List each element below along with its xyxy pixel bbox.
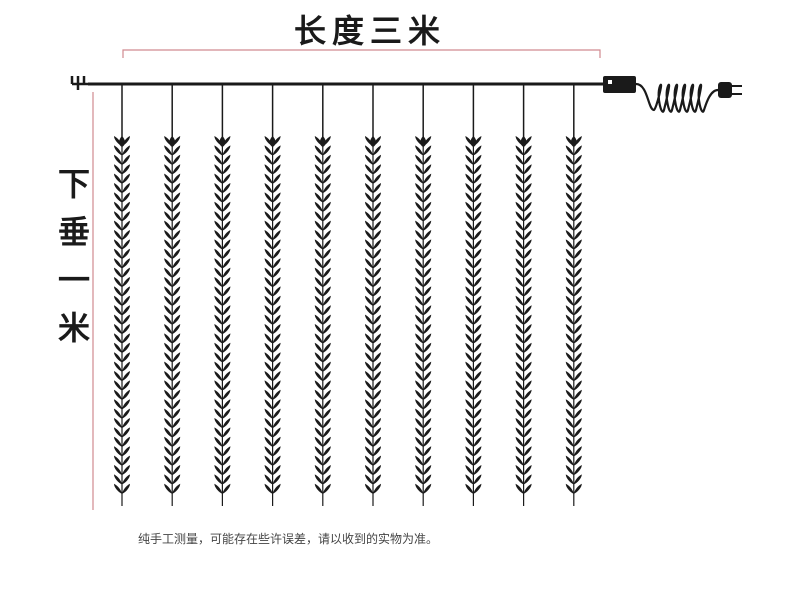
leaf-strand-icon bbox=[465, 84, 482, 506]
leaf-strand-icon bbox=[565, 84, 582, 506]
leaf-strand-icon bbox=[264, 84, 281, 506]
width-label: 长度三米 bbox=[293, 12, 446, 50]
drop-label: 下 垂 一 米 bbox=[52, 160, 96, 352]
drop-label-char: 米 bbox=[57, 309, 90, 347]
controller-box-icon bbox=[603, 76, 636, 93]
measurement-note: 纯手工测量，可能存在些许误差，请以收到的实物为准。 bbox=[138, 532, 439, 546]
leaf-strand-icon bbox=[164, 84, 181, 506]
width-bracket bbox=[122, 49, 601, 58]
power-plug-icon bbox=[718, 82, 742, 98]
plug-end-icon bbox=[70, 76, 88, 90]
leaf-strand-icon bbox=[365, 84, 381, 506]
drop-label-char: 下 bbox=[57, 165, 90, 203]
drop-label-char: 一 bbox=[57, 261, 90, 299]
leaf-strands bbox=[114, 84, 582, 506]
leaf-strand-icon bbox=[515, 84, 532, 506]
leaf-strand-icon bbox=[114, 84, 130, 506]
leaf-strand-icon bbox=[214, 84, 231, 506]
drop-label-char: 垂 bbox=[57, 213, 90, 251]
coiled-cord-icon bbox=[635, 82, 719, 113]
leaf-strand-icon bbox=[415, 84, 432, 506]
leaf-strand-icon bbox=[314, 84, 331, 506]
